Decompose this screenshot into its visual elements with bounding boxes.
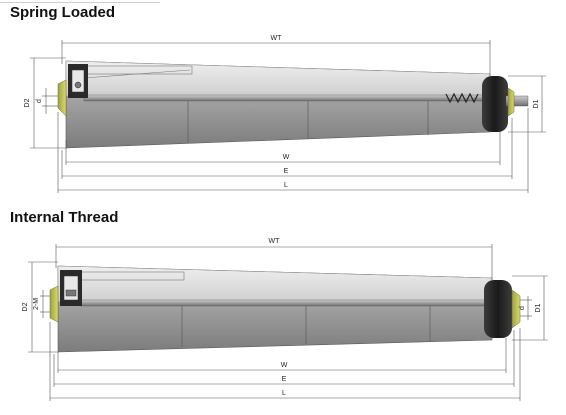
spring-icon	[445, 92, 479, 104]
left-bearing-insert	[49, 285, 59, 323]
dim-label-d2: D2	[24, 98, 31, 107]
right-shaft-stub	[505, 95, 529, 107]
left-bearing-insert	[57, 79, 67, 117]
inner-shaft	[83, 94, 485, 102]
dim-label-d: d	[519, 306, 526, 310]
section-title-spring-loaded: Spring Loaded	[10, 4, 115, 21]
dim-label-e: E	[284, 168, 289, 175]
dim-label-w: W	[281, 362, 288, 369]
roller-spring-loaded: WT W E L D2 d D1	[24, 35, 546, 193]
dim-label-d: d	[36, 99, 43, 103]
top-rule	[0, 2, 160, 3]
dim-label-l: L	[284, 182, 288, 189]
roller-internal-thread: WT W E L D2 2-M d D1	[22, 238, 548, 401]
dim-label-d2: D2	[22, 302, 29, 311]
right-bearing-insert	[507, 87, 515, 117]
inner-shaft	[79, 299, 487, 307]
section-title-internal-thread: Internal Thread	[10, 209, 119, 226]
dim-label-d1: D1	[533, 99, 540, 108]
right-end-cap	[482, 76, 508, 132]
dim-label-wt: WT	[271, 35, 283, 42]
dim-label-e: E	[282, 376, 287, 383]
dim-label-d1: D1	[535, 303, 542, 312]
cutaway-section	[57, 265, 493, 303]
dim-label-w: W	[283, 154, 290, 161]
dim-label-wt: WT	[269, 238, 281, 245]
right-bearing-insert	[511, 289, 521, 329]
dim-label-2m: 2-M	[33, 298, 40, 310]
dim-label-l: L	[282, 390, 286, 397]
right-end-cap	[484, 280, 512, 338]
